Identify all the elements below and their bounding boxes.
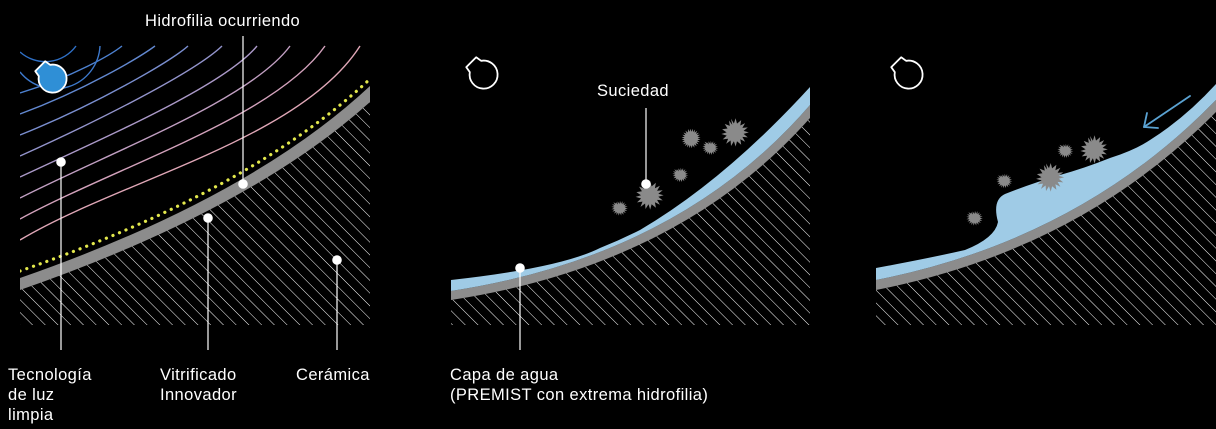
lightbulb-outline-icon (890, 56, 924, 90)
dirt-particle-icon (721, 118, 749, 147)
callout-lines (56, 36, 342, 350)
dirt-particle-icon (966, 210, 983, 226)
dirt-particle-icon (611, 200, 628, 216)
lightbulb-outline-icon (465, 56, 499, 90)
dirt-particle-icon (681, 128, 701, 149)
lightbulb-icon (34, 60, 68, 94)
dirt-particle-icon (996, 173, 1013, 189)
dirt-particles (611, 118, 749, 216)
callout-lines (515, 108, 651, 350)
dirt-particle-icon (1057, 143, 1074, 158)
dirt-particle-icon (635, 181, 664, 210)
panel-3-water-washes-dirt (876, 56, 1216, 325)
dirt-callout-label: Suciedad (597, 82, 670, 100)
dirt-particles (966, 135, 1108, 226)
ceramic-body (451, 118, 810, 325)
panel-1-hydrophilic-process (20, 36, 370, 350)
light-waves (20, 45, 361, 241)
dirt-particle-icon (702, 140, 719, 155)
hydrophilic-callout-label: Hidrofilia ocurriendo (145, 12, 301, 30)
flow-arrow-icon (1143, 95, 1191, 129)
ceramic-body (876, 112, 1216, 325)
hydrophilic-dots (20, 77, 370, 273)
dirt-particle-icon (672, 167, 689, 183)
light-technology-label: Tecnología de luz limpia (8, 366, 92, 424)
glaze-layer (20, 86, 370, 290)
ceramic-label: Cerámica (296, 366, 370, 384)
water-layer-label: Capa de agua (PREMIST con extrema hidrof… (450, 366, 709, 404)
dirt-particle-icon (1080, 135, 1108, 164)
ceramic-body (20, 102, 370, 325)
panel-2-dirt-on-water-layer (451, 56, 810, 350)
dirt-particle-icon (1036, 163, 1065, 192)
glaze-label: Vitrificado Innovador (160, 366, 237, 404)
